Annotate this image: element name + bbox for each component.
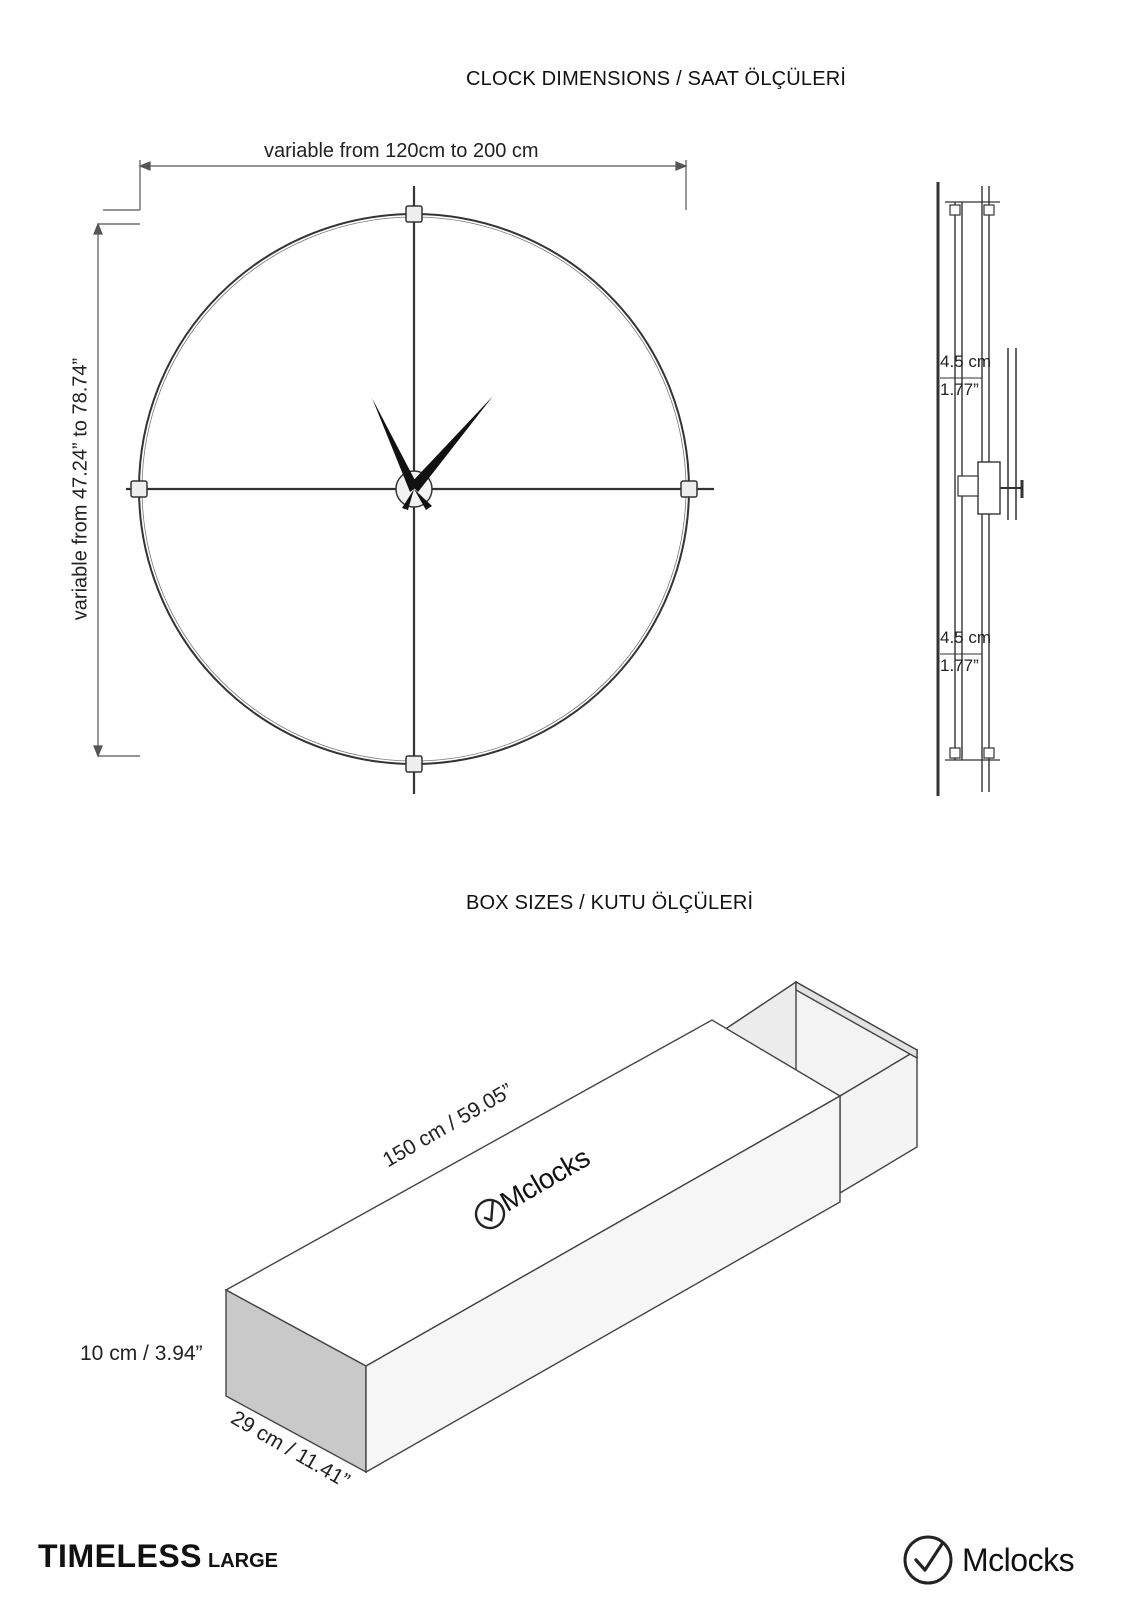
- clock-front-diagram: [93, 160, 1024, 796]
- clock-hand-tail-1: [414, 489, 432, 510]
- clock-connectors: [130, 205, 698, 773]
- box-height-label: 10 cm / 3.94”: [80, 1342, 203, 1365]
- clock-section-title: CLOCK DIMENSIONS / SAAT ÖLÇÜLERİ: [466, 68, 847, 90]
- width-dimension-line: [103, 160, 688, 211]
- side-top-cm-label: 4.5 cm: [940, 352, 992, 371]
- box-diagram: [224, 980, 919, 1474]
- side-bottom-in-label: 1.77”: [940, 656, 979, 675]
- clock-width-label: variable from 120cm to 200 cm: [264, 140, 539, 162]
- clock-minute-hand: [410, 396, 493, 492]
- box-sleeve: [224, 1019, 842, 1474]
- brand-check-icon: [903, 1535, 953, 1585]
- box-section-title: BOX SIZES / KUTU ÖLÇÜLERİ: [466, 892, 754, 914]
- product-size: LARGE: [208, 1550, 279, 1572]
- clock-height-label: variable from 47.24” to 78.74”: [69, 357, 92, 621]
- product-name: TIMELESS: [38, 1538, 203, 1574]
- side-top-in-label: 1.77”: [940, 380, 979, 399]
- brand-name: Mclocks: [962, 1541, 1075, 1578]
- brand-logo: Mclocks: [900, 1532, 1075, 1588]
- side-spacing-markers: [940, 377, 982, 655]
- clock-hand-tail-2: [402, 489, 414, 510]
- box-logo-icon: [474, 1198, 506, 1230]
- clock-side-view: [936, 182, 1024, 796]
- side-bottom-cm-label: 4.5 cm: [940, 628, 992, 647]
- height-dimension-line: [93, 222, 140, 758]
- clock-hour-hand: [372, 398, 418, 492]
